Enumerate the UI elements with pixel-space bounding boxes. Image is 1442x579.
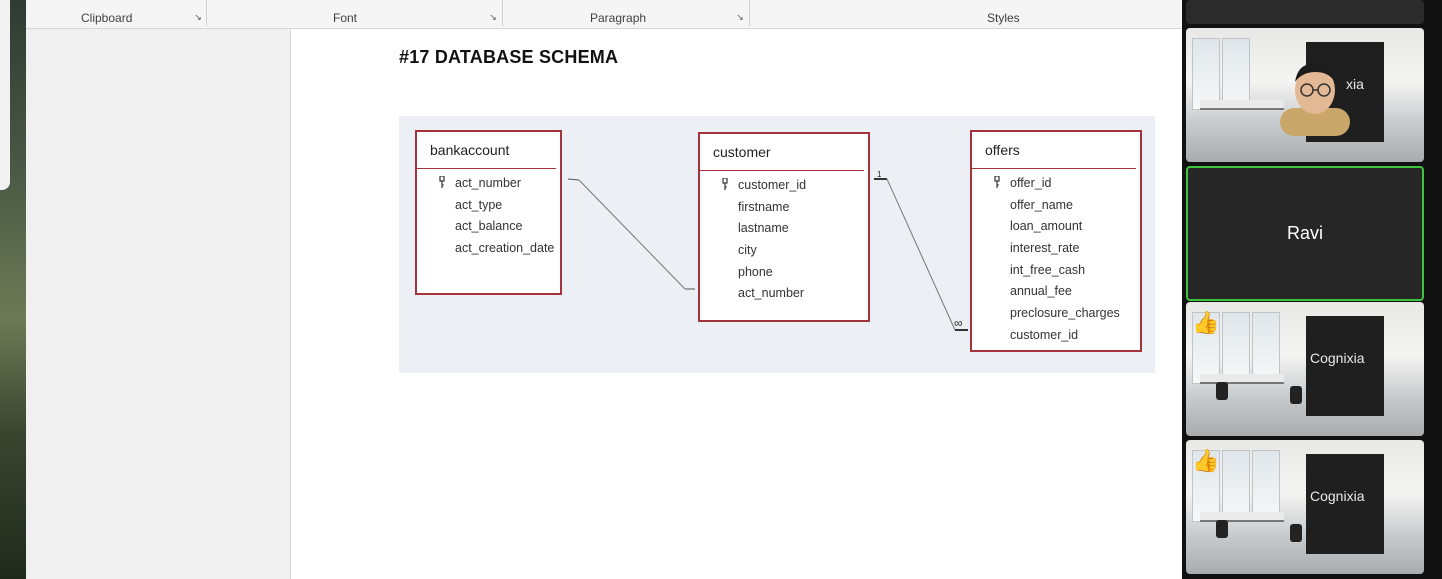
video-tile-ravi[interactable]: Ravi	[1186, 166, 1424, 301]
field-annual-fee[interactable]: annual_fee	[1010, 284, 1072, 299]
field-act-type[interactable]: act_type	[455, 197, 503, 212]
participant-name: Ravi	[1286, 223, 1323, 243]
one-cardinality-label: 1	[877, 170, 882, 179]
key-icon	[439, 176, 445, 188]
field-list: act_number act_type act_balance act_crea…	[417, 169, 560, 260]
table-bankaccount[interactable]: bankaccount act_number act_type act_bala…	[415, 130, 562, 295]
schema-diagram[interactable]: 1 ∞ bankaccount act_number act_type act_…	[399, 116, 1155, 373]
logo-text: Cognixia	[1310, 350, 1365, 366]
field-list: customer_id firstname lastname city phon…	[700, 171, 868, 305]
dialog-launcher-icon[interactable]: ↘	[489, 12, 497, 22]
document-area[interactable]: #17 DATABASE SCHEMA 1 ∞ bankaccount	[26, 29, 1183, 579]
ribbon-group-font: Font	[333, 11, 358, 25]
logo-text: xia	[1346, 76, 1364, 92]
video-tile[interactable]	[1186, 0, 1424, 24]
table-title: bankaccount	[417, 132, 556, 169]
table-customer[interactable]: customer customer_id firstname lastname …	[698, 132, 870, 322]
ribbon-separator	[749, 0, 750, 26]
thumbs-up-reaction-icon: 👍	[1192, 448, 1220, 473]
word-application: Clipboard ↘ Font ↘ Paragraph ↘ Styles #1…	[26, 0, 1183, 579]
document-page[interactable]: #17 DATABASE SCHEMA 1 ∞ bankaccount	[290, 29, 1183, 579]
field-act-creation-date[interactable]: act_creation_date	[455, 241, 555, 256]
video-tile[interactable]: Cognixia 👍	[1186, 302, 1424, 436]
field-customer-id[interactable]: customer_id	[700, 175, 868, 197]
ribbon-group-styles: Styles	[987, 11, 1020, 25]
ribbon-group-paragraph: Paragraph	[590, 11, 647, 25]
field-lastname[interactable]: lastname	[738, 221, 789, 236]
field-customer-id[interactable]: customer_id	[1010, 327, 1079, 342]
field-phone[interactable]: phone	[738, 264, 773, 279]
office-background: Cognixia	[1186, 440, 1424, 574]
thumbs-up-reaction-icon: 👍	[1192, 310, 1220, 335]
table-title: offers	[972, 132, 1136, 169]
field-int-free-cash[interactable]: int_free_cash	[1010, 262, 1086, 277]
ribbon-separator	[502, 0, 503, 26]
table-title: customer	[700, 134, 864, 171]
dialog-launcher-icon[interactable]: ↘	[194, 12, 202, 22]
window-edge	[0, 0, 10, 190]
office-background: Cognixia	[1186, 302, 1424, 436]
document-heading: #17 DATABASE SCHEMA	[399, 47, 619, 67]
ribbon-group-clipboard: Clipboard	[81, 11, 133, 25]
field-offer-name[interactable]: offer_name	[1010, 197, 1074, 212]
key-icon	[994, 176, 1000, 188]
many-cardinality-label: ∞	[954, 316, 963, 330]
field-list: offer_id offer_name loan_amount interest…	[972, 169, 1140, 347]
field-interest-rate[interactable]: interest_rate	[1010, 241, 1080, 256]
ribbon-separator	[206, 0, 207, 26]
participant-video	[1280, 63, 1350, 136]
table-offers[interactable]: offers offer_id offer_name loan_amount i…	[970, 130, 1142, 352]
ribbon: Clipboard ↘ Font ↘ Paragraph ↘ Styles	[26, 0, 1182, 29]
field-preclosure-charges[interactable]: preclosure_charges	[1010, 306, 1120, 321]
field-offer-id[interactable]: offer_id	[972, 173, 1140, 195]
field-act-number[interactable]: act_number	[417, 173, 560, 195]
field-city[interactable]: city	[738, 243, 757, 258]
field-loan-amount[interactable]: loan_amount	[1010, 219, 1083, 234]
video-tile-speaker[interactable]: xia	[1186, 28, 1424, 162]
logo-text: Cognixia	[1310, 488, 1365, 504]
dialog-launcher-icon[interactable]: ↘	[736, 12, 744, 22]
field-act-number[interactable]: act_number	[738, 286, 805, 301]
field-act-balance[interactable]: act_balance	[455, 219, 523, 234]
video-participants-panel: xia Ravi Cognixia 👍 Cognixia	[1182, 0, 1442, 579]
field-firstname[interactable]: firstname	[738, 199, 790, 214]
desktop-wallpaper	[0, 0, 26, 579]
key-icon	[722, 178, 728, 190]
video-tile[interactable]: Cognixia 👍	[1186, 440, 1424, 574]
